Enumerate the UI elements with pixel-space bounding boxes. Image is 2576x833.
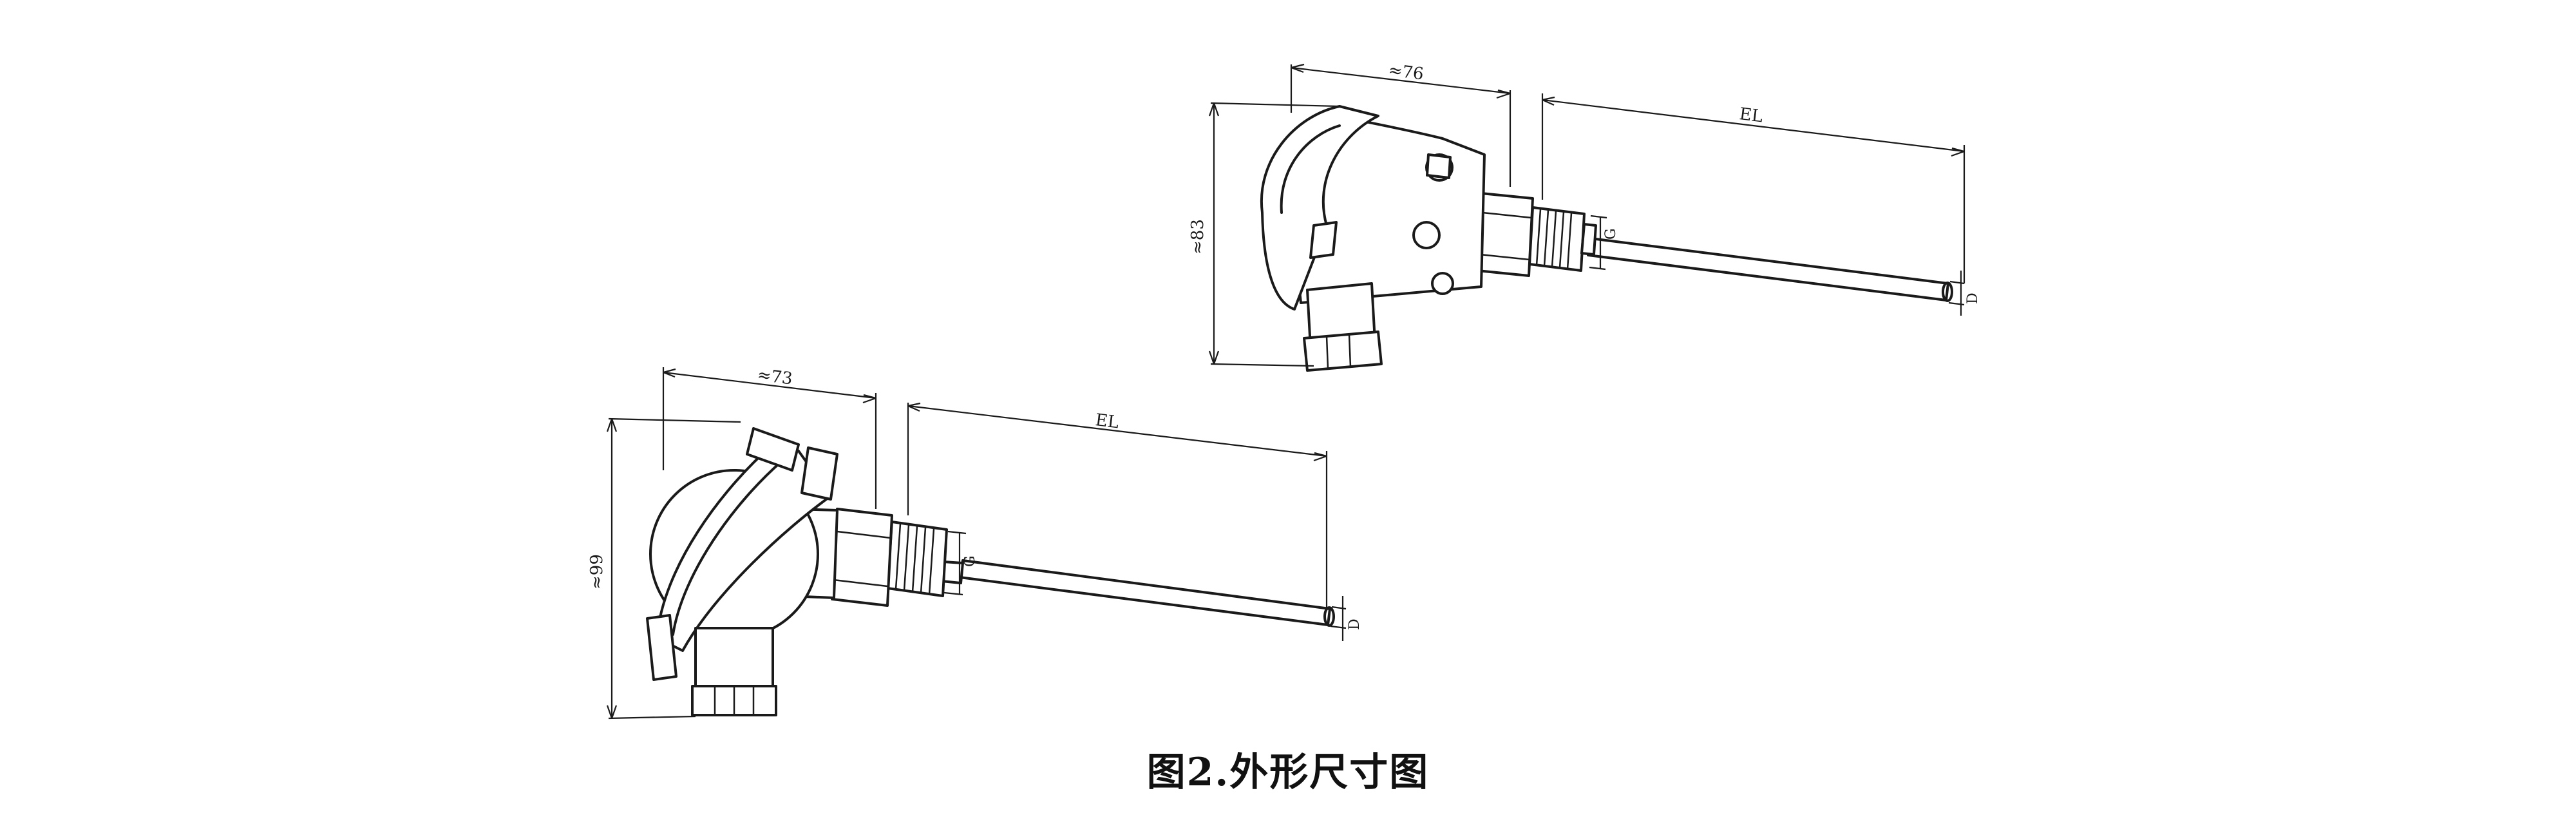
lower-thermocouple: ≈73 ≈99 EL G D <box>587 365 1363 720</box>
upper-head-height-label: ≈83 <box>1188 219 1208 254</box>
upper-thermocouple: ≈76 ≈83 EL G D <box>1188 61 1981 372</box>
lower-diameter-label: D <box>1347 618 1363 630</box>
upper-probe <box>1587 237 1953 302</box>
upper-diameter-label: D <box>1965 292 1981 304</box>
upper-thread-fitting <box>1476 192 1597 277</box>
lower-el-label: EL <box>1094 410 1120 432</box>
lower-head-height-label: ≈99 <box>587 554 607 589</box>
upper-head-width-label: ≈76 <box>1387 61 1425 84</box>
lower-head-width-label: ≈73 <box>756 365 793 388</box>
figure-caption: 图2.外形尺寸图 <box>1146 750 1430 795</box>
lower-thread-label: G <box>962 555 978 567</box>
upper-dimensions: ≈76 ≈83 EL G D <box>1188 61 1981 367</box>
lower-probe <box>940 559 1335 627</box>
lower-terminal-head <box>646 427 838 716</box>
lower-dimensions: ≈73 ≈99 EL G D <box>587 365 1363 720</box>
upper-terminal-head <box>1260 105 1486 372</box>
upper-el-label: EL <box>1738 104 1764 126</box>
upper-thread-label: G <box>1603 228 1619 240</box>
